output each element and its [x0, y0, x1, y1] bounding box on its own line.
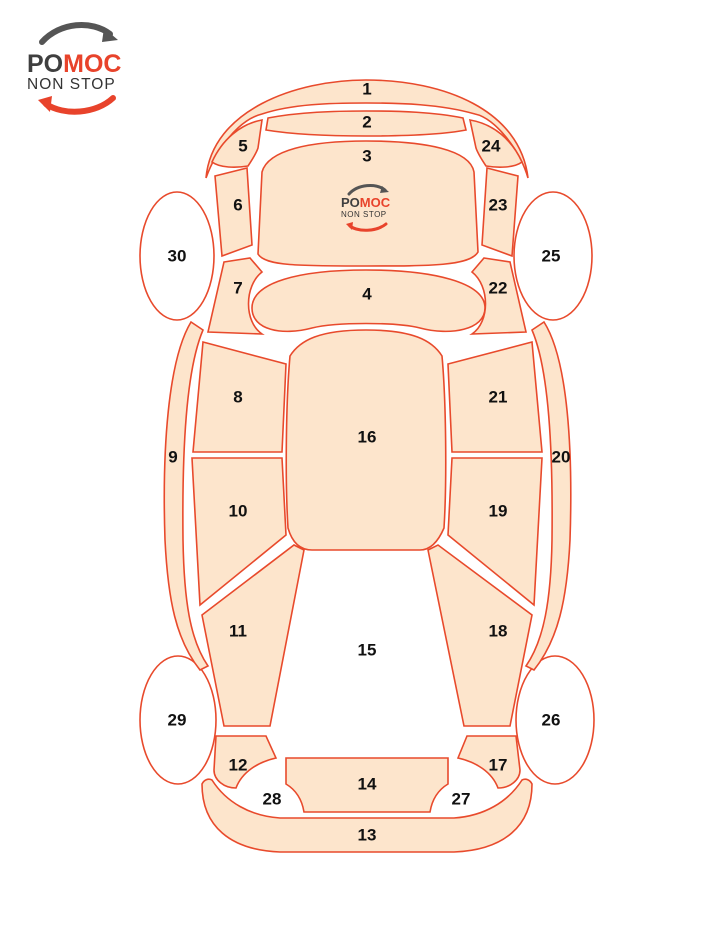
label-6: 6 [233, 195, 242, 214]
panel-24-front-right-corner[interactable] [468, 119, 523, 168]
panel-10-rear-left-door[interactable] [191, 457, 287, 607]
panel-11-rear-left-quarter[interactable] [201, 544, 305, 727]
wheel-front-left[interactable] [139, 191, 215, 321]
label-10: 10 [229, 501, 248, 520]
panel-9-left-side[interactable] [163, 320, 210, 672]
label-25: 25 [542, 246, 561, 265]
logo-small-tagline: NON STOP [341, 210, 387, 219]
logo-arrowhead-bottom-icon [38, 96, 52, 112]
svg-text:POMOC: POMOC [341, 195, 391, 210]
label-28: 28 [263, 789, 282, 808]
wheel-rear-right[interactable] [515, 655, 595, 785]
panel-16-roof[interactable] [285, 329, 447, 551]
label-24: 24 [482, 136, 501, 155]
logo-tagline: NON STOP [27, 76, 116, 93]
label-21: 21 [489, 387, 508, 406]
logo-word-part2: MOC [63, 50, 121, 78]
label-8: 8 [233, 387, 242, 406]
panel-23-front-right-fender[interactable] [481, 166, 519, 258]
panel-22-right-a-pillar[interactable] [469, 257, 527, 335]
label-2: 2 [362, 112, 371, 131]
panel-6-front-left-fender[interactable] [214, 166, 253, 258]
pomoc-logo: POMOC NON STOP [27, 22, 121, 115]
label-22: 22 [489, 278, 508, 297]
panel-2-hood-front[interactable] [265, 110, 467, 137]
svg-text:POMOC: POMOC [27, 50, 121, 78]
logo-arrowhead-top-icon [102, 28, 118, 42]
panel-19-rear-right-door[interactable] [447, 457, 543, 607]
logo-small-word-part2: MOC [360, 195, 391, 210]
label-7: 7 [233, 278, 242, 297]
label-30: 30 [168, 246, 187, 265]
logo-small-arrowhead-top-icon [380, 186, 389, 193]
panel-14-trunk-lid[interactable] [285, 757, 449, 813]
panel-5-front-left-corner[interactable] [211, 119, 263, 168]
logo-small-word-part1: PO [341, 195, 360, 210]
panel-12-rear-left-corner[interactable] [213, 735, 278, 789]
label-15: 15 [358, 640, 377, 659]
pomoc-logo-small: POMOC NON STOP [341, 184, 391, 232]
label-20: 20 [552, 447, 571, 466]
label-18: 18 [489, 621, 508, 640]
logo-arrow-top-icon [39, 22, 113, 45]
label-14: 14 [358, 774, 377, 793]
label-23: 23 [489, 195, 508, 214]
panel-7-left-a-pillar[interactable] [207, 257, 265, 335]
panel-8-front-left-door[interactable] [192, 340, 287, 453]
label-1: 1 [362, 79, 371, 98]
label-26: 26 [542, 710, 561, 729]
panel-18-rear-right-quarter[interactable] [427, 544, 533, 727]
label-11: 11 [229, 621, 247, 640]
panel-1-front-bumper[interactable] [205, 79, 529, 179]
label-16: 16 [358, 427, 377, 446]
label-29: 29 [168, 710, 187, 729]
panel-17-rear-right-corner[interactable] [456, 735, 521, 789]
label-3: 3 [362, 146, 371, 165]
label-9: 9 [168, 447, 177, 466]
label-5: 5 [238, 136, 247, 155]
wheel-rear-left[interactable] [139, 655, 217, 785]
label-19: 19 [489, 501, 508, 520]
label-4: 4 [362, 284, 372, 303]
panel-3-hood[interactable] [257, 140, 479, 267]
label-17: 17 [489, 755, 508, 774]
label-27: 27 [452, 789, 471, 808]
panel-21-front-right-door[interactable] [447, 340, 543, 453]
panel-13-rear-bumper[interactable] [201, 778, 533, 853]
wheel-front-right[interactable] [513, 191, 593, 321]
panel-20-right-side[interactable] [524, 320, 572, 672]
logo-small-arrowhead-bottom-icon [346, 222, 353, 230]
logo-arrow-bottom-icon [43, 95, 116, 115]
label-12: 12 [229, 755, 248, 774]
panel-4-windshield[interactable] [251, 269, 486, 333]
logo-word-part1: PO [27, 50, 63, 78]
label-13: 13 [358, 825, 377, 844]
